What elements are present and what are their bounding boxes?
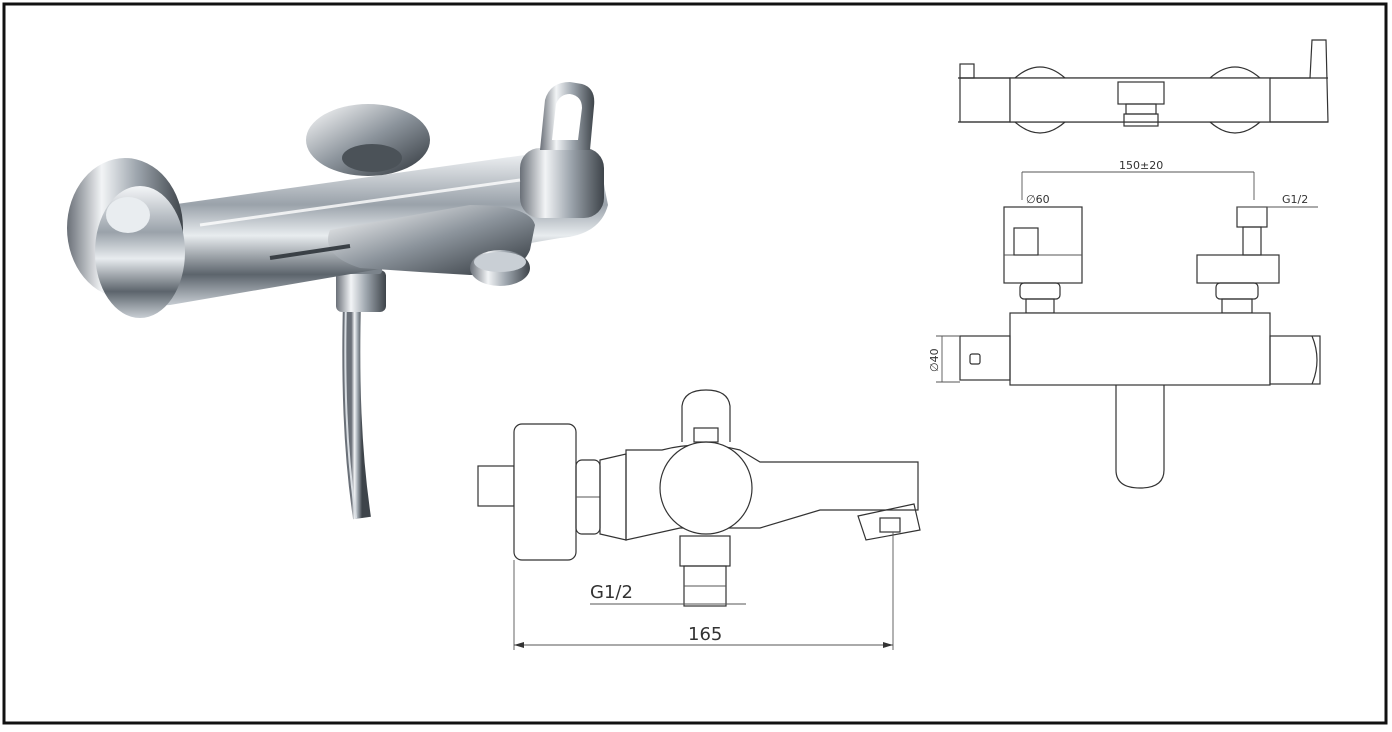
thread-label-front: G1/2 [1282, 193, 1308, 206]
top-view-drawing [958, 39, 1329, 134]
front-body [1009, 312, 1271, 386]
side-view-drawing: G1/2 165 [477, 389, 921, 650]
right-inlet-box [1196, 254, 1280, 284]
side-valve-circle [659, 441, 753, 535]
front-view-drawing: 150±20 ∅60 G1/2 ∅40 [928, 159, 1321, 489]
faucet-product-photo [67, 82, 608, 520]
height-label: ∅40 [928, 348, 941, 372]
depth-label: 165 [688, 624, 722, 645]
left-inlet-box [1003, 206, 1083, 284]
side-handle [513, 423, 577, 561]
thread-label-side: G1/2 [590, 582, 633, 603]
diameter-label: ∅60 [1026, 193, 1050, 206]
spacing-label: 150±20 [1119, 159, 1163, 172]
